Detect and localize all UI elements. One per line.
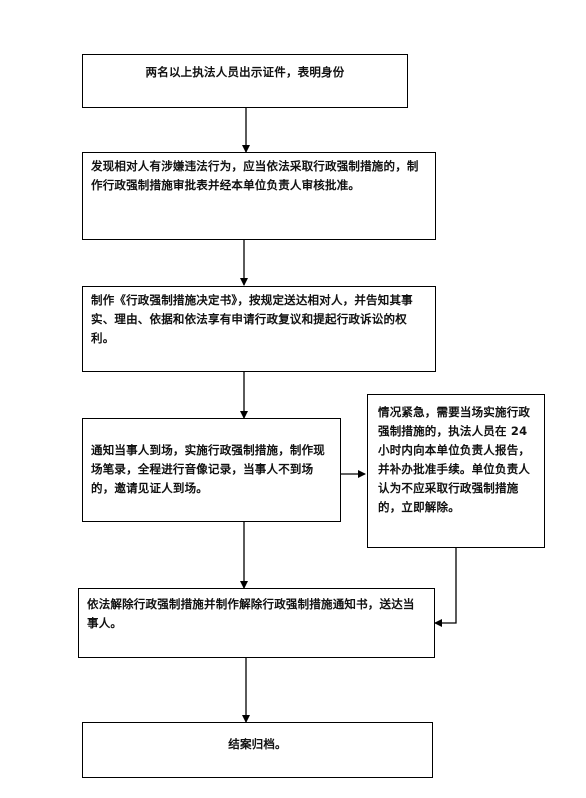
step-release: 依法解除行政强制措施并制作解除行政强制措施通知书，送达当事人。 [78,588,435,658]
step-emergency: 情况紧急，需要当场实施行政强制措施的，执法人员在 24 小时内向本单位负责人报告… [367,394,545,548]
step-decision-doc: 制作《行政强制措施决定书》，按规定送达相对人，并告知其事实、理由、依据和依法享有… [82,286,436,372]
step-notify-text: 通知当事人到场，实施行政强制措施，制作现场笔录，全程进行音像记录，当事人不到场的… [91,443,325,495]
step-release-text: 依法解除行政强制措施并制作解除行政强制措施通知书，送达当事人。 [87,597,415,630]
step-notify: 通知当事人到场，实施行政强制措施，制作现场笔录，全程进行音像记录，当事人不到场的… [82,418,341,522]
step-discover-text: 发现相对人有涉嫌违法行为，应当依法采取行政强制措施的，制作行政强制措施审批表并经… [91,159,419,192]
step-close-text: 结案归档。 [228,737,287,751]
step-show-id-text: 两名以上执法人员出示证件，表明身份 [145,65,345,79]
step-close: 结案归档。 [82,722,433,778]
step-decision-doc-text: 制作《行政强制措施决定书》，按规定送达相对人，并告知其事实、理由、依据和依法享有… [91,293,413,345]
step-emergency-text: 情况紧急，需要当场实施行政强制措施的，执法人员在 24 小时内向本单位负责人报告… [378,405,531,514]
step-show-id: 两名以上执法人员出示证件，表明身份 [82,54,408,108]
arrow-6 [434,548,457,627]
step-discover: 发现相对人有涉嫌违法行为，应当依法采取行政强制措施的，制作行政强制措施审批表并经… [82,152,436,240]
